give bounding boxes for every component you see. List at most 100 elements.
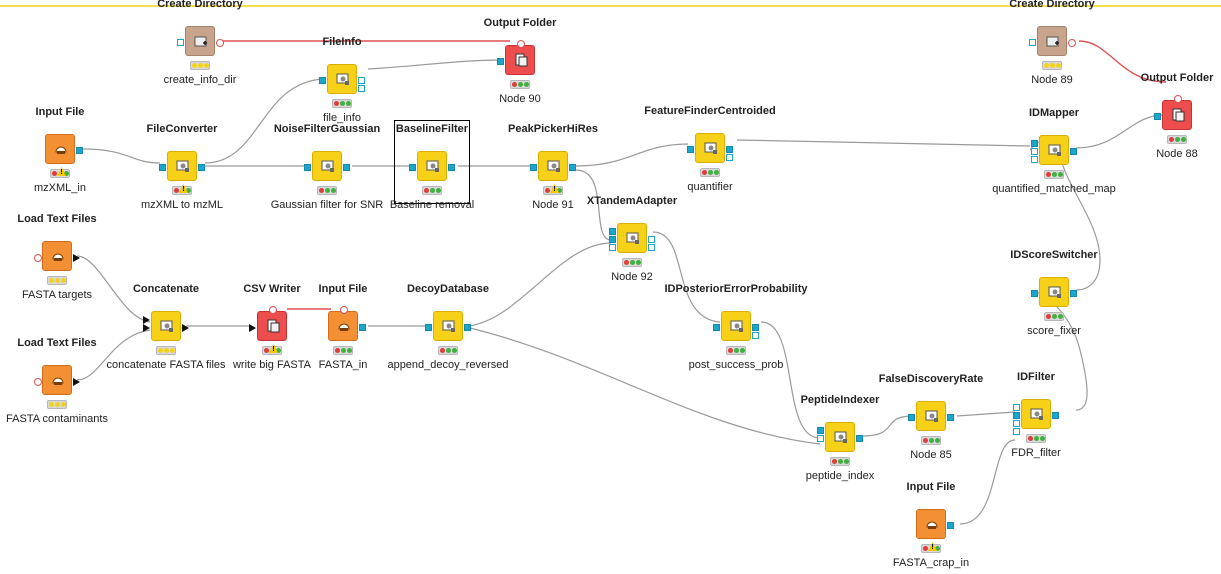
node-label[interactable]: write big FASTA [232,359,312,371]
gear-node-icon[interactable] [312,151,342,181]
gear-node-icon[interactable] [538,151,568,181]
node-label[interactable]: Node 88 [1156,148,1198,160]
data-port[interactable] [409,164,416,171]
data-port[interactable] [358,85,365,92]
node-label[interactable]: mzXML_in [34,182,86,194]
node-label[interactable]: Node 90 [499,93,541,105]
data-port[interactable] [497,58,504,65]
gear-node-icon[interactable] [1021,399,1051,429]
node-label[interactable]: quantifier [687,181,733,193]
data-port[interactable] [448,164,455,171]
node-label[interactable]: Node 89 [1031,74,1073,86]
data-port[interactable] [687,146,694,153]
flow-variable-port[interactable] [34,378,42,386]
gear-node-icon[interactable] [695,133,725,163]
data-port[interactable] [319,77,326,84]
node-label[interactable]: FASTA_in [318,359,368,371]
data-port[interactable] [908,414,915,421]
gear-node-icon[interactable] [417,151,447,181]
table-port[interactable] [73,254,80,262]
node-label[interactable]: FASTA_crap_in [892,557,970,569]
file-reader-icon[interactable] [916,509,946,539]
data-port[interactable] [1013,420,1020,427]
node-input-file-1[interactable]: Input File!mzXML_in [0,106,145,194]
table-port[interactable] [73,378,80,386]
data-port[interactable] [177,39,184,46]
node-label[interactable]: FASTA targets [21,289,93,301]
gear-node-icon[interactable] [327,64,357,94]
data-port[interactable] [648,236,655,243]
data-port[interactable] [609,236,616,243]
data-port[interactable] [425,324,432,331]
table-port[interactable] [249,324,256,332]
node-fileconverter[interactable]: FileConverter!mzXML to mzML [97,123,267,211]
node-label[interactable]: Node 91 [532,199,574,211]
data-port[interactable] [1031,290,1038,297]
data-port[interactable] [569,164,576,171]
data-port[interactable] [726,146,733,153]
data-port[interactable] [343,164,350,171]
data-port[interactable] [1013,428,1020,435]
flow-variable-port[interactable] [517,40,525,48]
table-port[interactable] [182,324,189,332]
data-port[interactable] [1154,113,1161,120]
data-port[interactable] [648,244,655,251]
flow-variable-port[interactable] [34,254,42,262]
file-writer-icon[interactable] [1162,100,1192,130]
node-label[interactable]: mzXML to mzML [140,199,224,211]
node-label[interactable]: Baseline removal [389,199,475,211]
table-port[interactable] [143,324,150,332]
data-port[interactable] [609,228,616,235]
data-port[interactable] [1070,148,1077,155]
node-label[interactable]: create_info_dir [163,74,237,86]
gear-node-icon[interactable] [916,401,946,431]
gear-node-icon[interactable] [617,223,647,253]
data-port[interactable] [76,147,83,154]
node-label[interactable]: Node 85 [910,449,952,461]
data-port[interactable] [1013,404,1020,411]
table-port[interactable] [143,316,150,324]
node-label[interactable]: append_decoy_reversed [387,359,509,371]
flow-variable-port[interactable] [1068,39,1076,47]
file-writer-icon[interactable] [505,45,535,75]
data-port[interactable] [464,324,471,331]
data-port[interactable] [1031,148,1038,155]
node-label[interactable]: score_fixer [1027,325,1081,337]
node-label[interactable]: Node 92 [611,271,653,283]
data-port[interactable] [817,435,824,442]
flow-variable-port[interactable] [340,306,348,314]
flow-variable-port[interactable] [216,39,224,47]
gear-node-icon[interactable] [1039,135,1069,165]
node-label[interactable]: FASTA contaminants [6,413,108,425]
node-label[interactable]: FDR_filter [1011,447,1061,459]
file-reader-icon[interactable] [45,134,75,164]
data-port[interactable] [1031,156,1038,163]
data-port[interactable] [358,77,365,84]
flow-variable-port[interactable] [269,306,277,314]
data-port[interactable] [609,244,616,251]
data-port[interactable] [1029,39,1036,46]
gear-node-icon[interactable] [433,311,463,341]
gear-node-icon[interactable] [151,311,181,341]
node-label[interactable]: file_info [323,112,361,124]
node-label[interactable]: concatenate FASTA files [106,359,226,371]
file-reader-icon[interactable] [42,365,72,395]
data-port[interactable] [947,522,954,529]
node-csvwriter[interactable]: CSV Writer!write big FASTA [187,283,357,371]
node-label[interactable]: Gaussian filter for SNR [270,199,384,211]
